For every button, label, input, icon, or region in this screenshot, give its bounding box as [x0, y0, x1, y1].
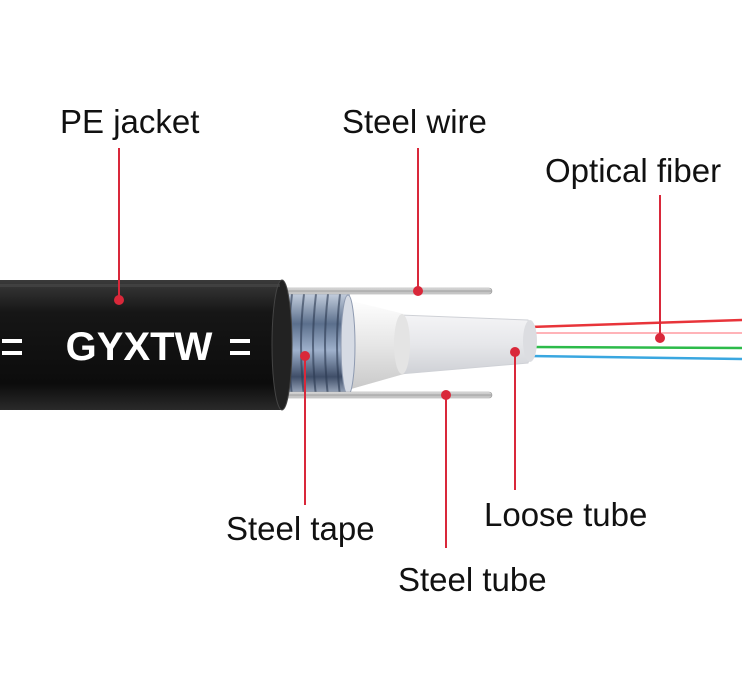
- steel-tape-end: [340, 294, 356, 396]
- label-steel-tape: Steel tape: [226, 510, 375, 547]
- loose-tube: [399, 314, 533, 375]
- pe-jacket-end: [271, 279, 293, 411]
- marking-equals-left: [2, 339, 22, 355]
- leader-lines: [118, 148, 661, 548]
- fiber-red: [529, 318, 742, 329]
- label-pe-jacket: PE jacket: [60, 103, 200, 140]
- fiber-green: [529, 345, 742, 350]
- label-loose-tube: Loose tube: [484, 496, 648, 533]
- steel-tube: [344, 299, 404, 391]
- dot-loose-tube: [510, 347, 520, 357]
- dot-steel-tube: [441, 390, 451, 400]
- jacket-highlight: [0, 284, 280, 287]
- cable-code-text: GYXTW: [66, 325, 213, 369]
- steel-wire-top: [279, 287, 493, 295]
- label-steel-wire: Steel wire: [342, 103, 487, 140]
- steel-wire-bottom: [279, 391, 493, 399]
- dot-pe-jacket: [114, 295, 124, 305]
- leader-dots: [114, 286, 665, 400]
- loose-tube-end: [523, 320, 537, 362]
- fiber-blue: [529, 354, 742, 361]
- dot-optical-fiber: [655, 333, 665, 343]
- optical-fibers: [529, 318, 742, 361]
- marking-equals-right: [230, 339, 250, 355]
- steel-tube-end: [394, 314, 410, 374]
- dot-steel-wire: [413, 286, 423, 296]
- pe-jacket: [0, 280, 289, 410]
- label-optical-fiber: Optical fiber: [545, 152, 722, 189]
- dot-steel-tape: [300, 351, 310, 361]
- label-steel-tube: Steel tube: [398, 561, 547, 598]
